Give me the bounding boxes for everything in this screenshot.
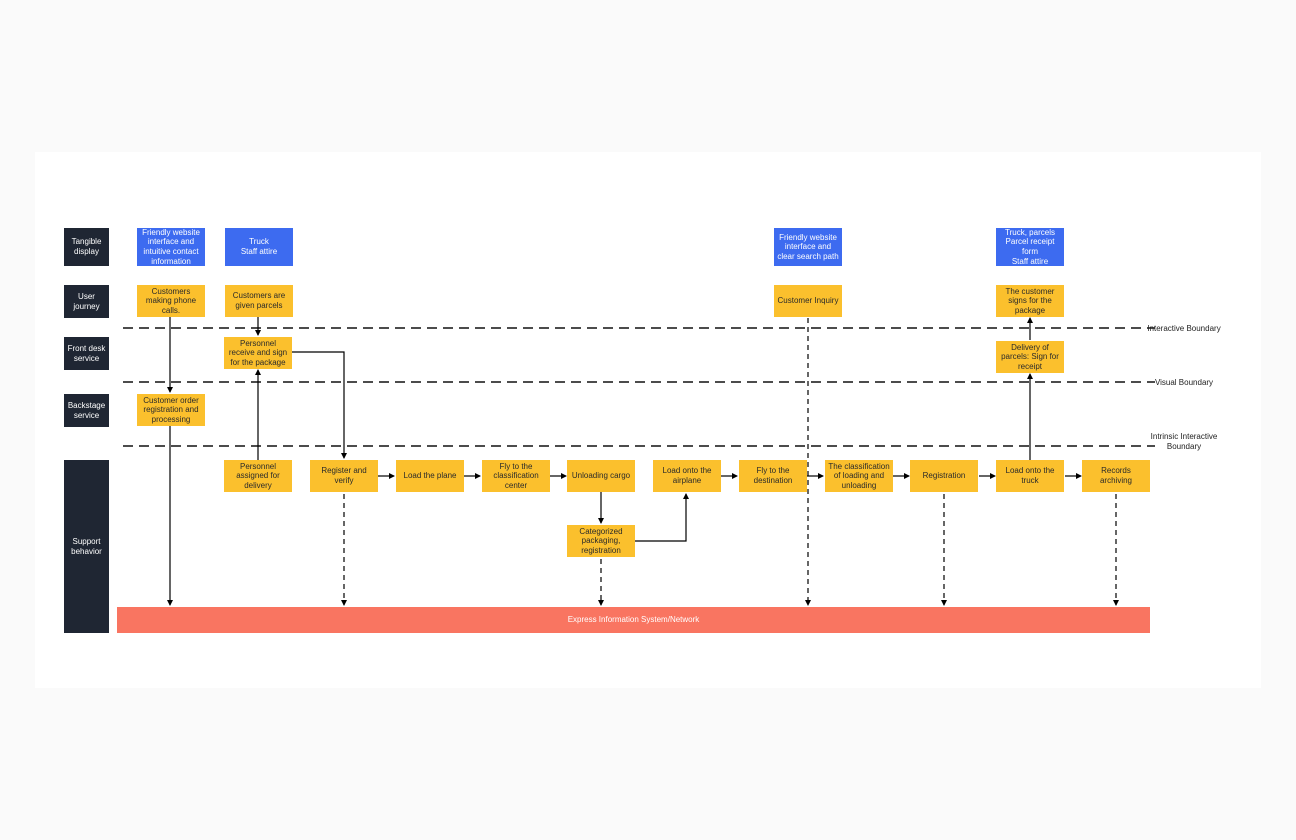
journey-calls-box: Customers making phone calls. [137, 285, 205, 317]
tangible-website-box: Friendly website interface and intuitive… [137, 228, 205, 266]
support-unloading-box: Unloading cargo [567, 460, 635, 492]
frontdesk-delivery-box: Delivery of parcels: Sign for receipt [996, 341, 1064, 373]
support-registration-box: Registration [910, 460, 978, 492]
frontdesk-receive-box: Personnel receive and sign for the packa… [224, 337, 292, 369]
support-flydest-box: Fly to the destination [739, 460, 807, 492]
backstage-order-box: Customer order registration and processi… [137, 394, 205, 426]
support-loadplane-box: Load the plane [396, 460, 464, 492]
lane-backstage: Backstage service [64, 394, 109, 427]
lane-front-desk: Front desk service [64, 337, 109, 370]
interactive-boundary-label: Interactive Boundary [1147, 324, 1221, 333]
support-records-box: Records archiving [1082, 460, 1150, 492]
intrinsic-boundary-label: Intrinsic Interactive Boundary [1150, 432, 1218, 451]
journey-signs-box: The customer signs for the package [996, 285, 1064, 317]
express-system-bar: Express Information System/Network [117, 607, 1150, 633]
lane-support-behavior: Support behavior [64, 460, 109, 633]
journey-given-box: Customers are given parcels [225, 285, 293, 317]
journey-inquiry-box: Customer Inquiry [774, 285, 842, 317]
tangible-search-box: Friendly website interface and clear sea… [774, 228, 842, 266]
support-categorized-box: Categorized packaging, registration [567, 525, 635, 557]
support-loadtruck-box: Load onto the truck [996, 460, 1064, 492]
support-register-box: Register and verify [310, 460, 378, 492]
tangible-parcels-box: Truck, parcels Parcel receipt form Staff… [996, 228, 1064, 266]
support-loadairplane-box: Load onto the airplane [653, 460, 721, 492]
visual-boundary-label: Visual Boundary [1154, 378, 1214, 387]
support-flycenter-box: Fly to the classification center [482, 460, 550, 492]
tangible-truck-box: Truck Staff attire [225, 228, 293, 266]
lane-user-journey: User journey [64, 285, 109, 318]
support-classification-box: The classification of loading and unload… [825, 460, 893, 492]
support-assigned-box: Personnel assigned for delivery [224, 460, 292, 492]
lane-tangible-display: Tangible display [64, 228, 109, 266]
